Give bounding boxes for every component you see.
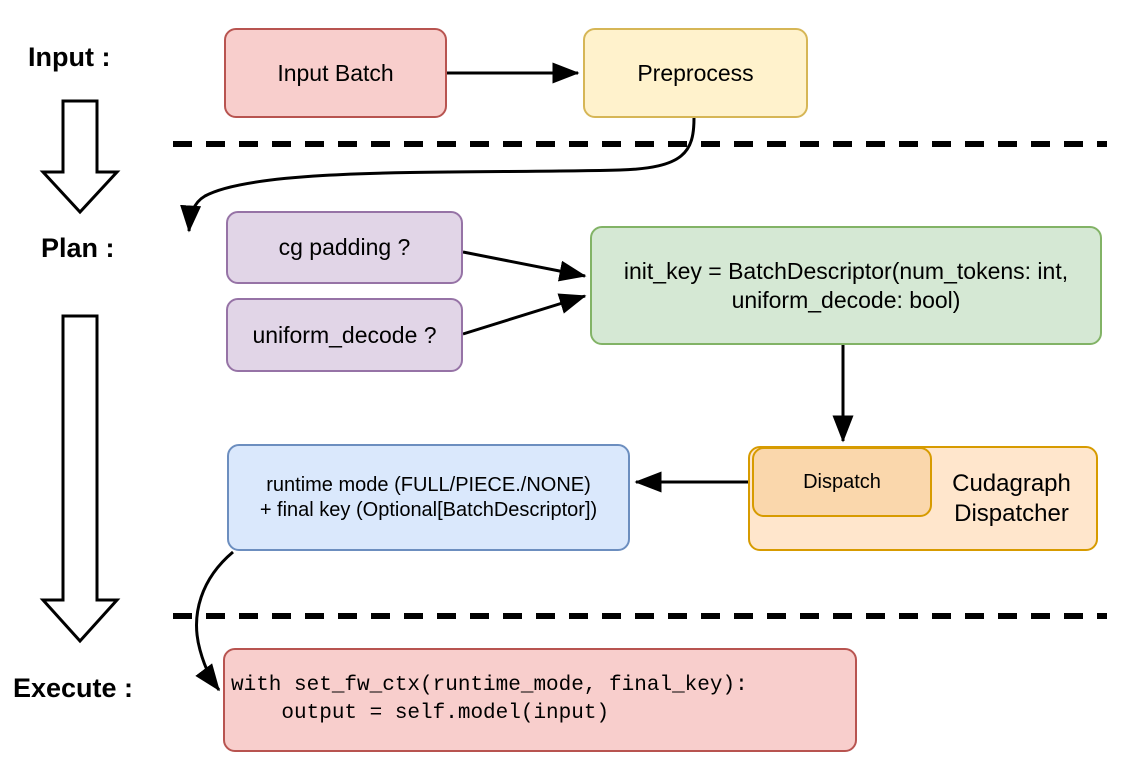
node-cudagraph-dispatcher-line1: Cudagraph: [952, 470, 1071, 498]
node-execute-code[interactable]: with set_fw_ctx(runtime_mode, final_key)…: [223, 648, 857, 752]
node-input-batch-label: Input Batch: [277, 59, 394, 86]
uniform-decode-to-init-key-arrow: [462, 293, 587, 336]
stage-label-plan: Plan :: [41, 233, 115, 263]
node-init-key-line1: init_key = BatchDescriptor(num_tokens: i…: [623, 258, 1069, 285]
node-init-key[interactable]: init_key = BatchDescriptor(num_tokens: i…: [590, 226, 1102, 345]
node-uniform-decode[interactable]: uniform_decode ?: [226, 298, 463, 372]
plan-to-execute-block-arrow: [39, 314, 121, 644]
node-input-batch[interactable]: Input Batch: [224, 28, 447, 118]
node-preprocess[interactable]: Preprocess: [583, 28, 808, 118]
node-init-key-line2: uniform_decode: bool): [731, 286, 961, 313]
node-preprocess-label: Preprocess: [637, 59, 754, 86]
node-cudagraph-dispatcher-line2: Dispatcher: [954, 499, 1069, 527]
node-uniform-decode-label: uniform_decode ?: [252, 321, 437, 348]
node-runtime-mode[interactable]: runtime mode (FULL/PIECE./NONE) + final …: [227, 444, 630, 551]
cg-padding-to-init-key-arrow: [462, 250, 587, 282]
node-execute-code-line2: output = self.model(input): [231, 702, 610, 725]
stage-label-execute: Execute :: [13, 673, 134, 703]
node-cg-padding-label: cg padding ?: [278, 234, 411, 261]
stage-label-input: Input :: [28, 42, 111, 72]
node-cg-padding[interactable]: cg padding ?: [226, 211, 463, 284]
input-to-plan-block-arrow: [39, 99, 121, 215]
node-execute-code-line1: with set_fw_ctx(runtime_mode, final_key)…: [231, 673, 748, 697]
node-runtime-mode-line1: runtime mode (FULL/PIECE./NONE): [266, 474, 591, 497]
node-dispatch-label: Dispatch: [803, 470, 881, 493]
node-runtime-mode-line2: + final key (Optional[BatchDescriptor]): [259, 498, 598, 521]
node-dispatch[interactable]: Dispatch: [752, 447, 932, 517]
